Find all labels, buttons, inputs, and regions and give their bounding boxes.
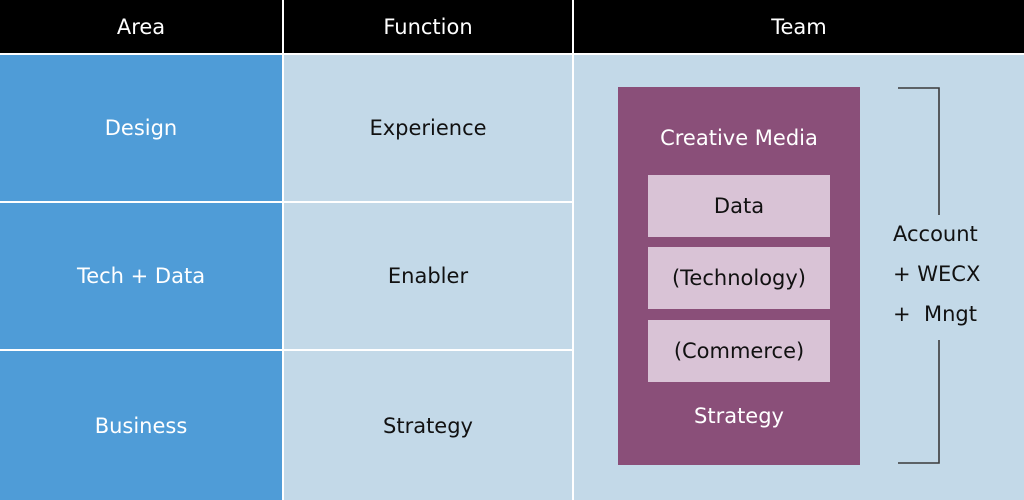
header-area: Area [0, 0, 282, 53]
side-label-account: Account [893, 222, 978, 246]
header-function: Function [284, 0, 572, 53]
team-item-data: Data [648, 175, 830, 237]
team-item-technology: (Technology) [648, 247, 830, 309]
area-cell-business: Business [0, 351, 282, 500]
function-cell-enabler: Enabler [284, 203, 572, 349]
area-cell-design: Design [0, 55, 282, 201]
team-footer-strategy: Strategy [694, 404, 784, 428]
team-item-commerce: (Commerce) [648, 320, 830, 382]
function-cell-strategy: Strategy [284, 351, 572, 500]
side-label-mngt: + Mngt [893, 302, 977, 326]
header-team: Team [574, 0, 1024, 53]
creative-media-title: Creative Media [660, 126, 818, 150]
function-cell-experience: Experience [284, 55, 572, 201]
side-label-wecx: + WECX [893, 262, 981, 286]
area-cell-tech-data: Tech + Data [0, 203, 282, 349]
